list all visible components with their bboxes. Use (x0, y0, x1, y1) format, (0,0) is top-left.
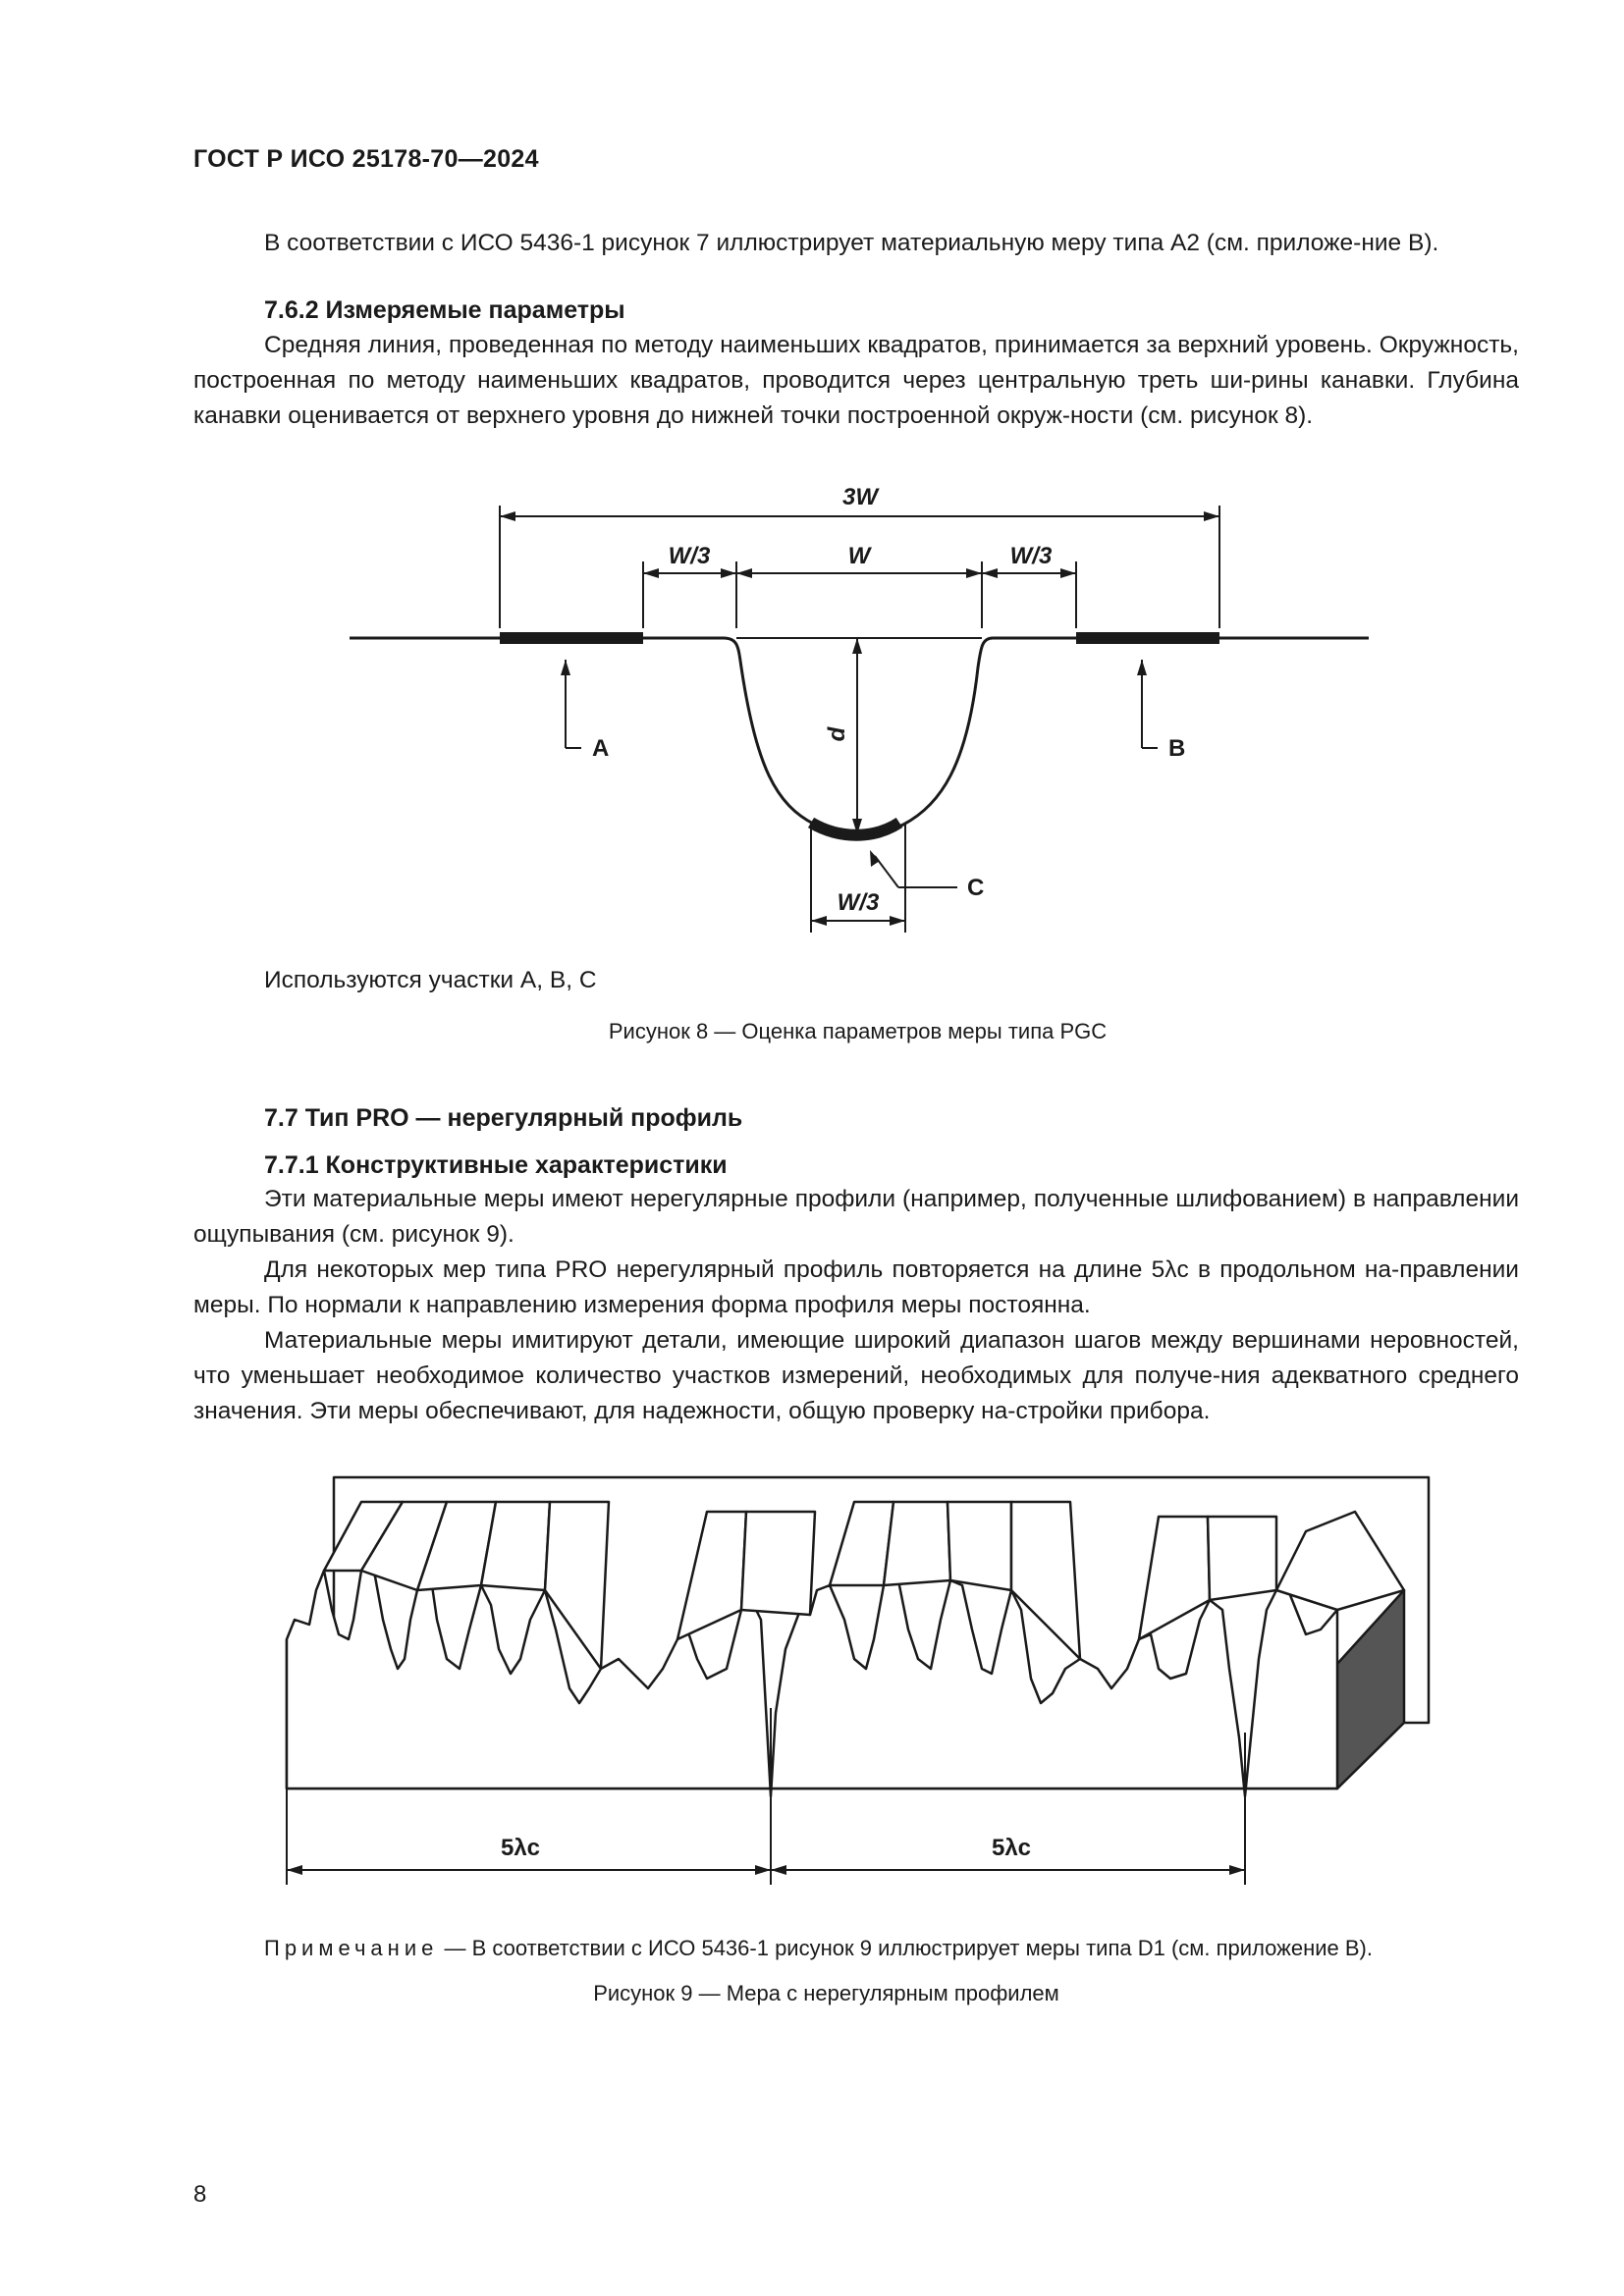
label-5lc-right: 5λc (992, 1835, 1031, 1861)
heading-7-6-2: 7.6.2 Измеряемые параметры (264, 296, 625, 324)
paragraph-pro-repeat: Для некоторых мер типа PRO нерегулярный … (193, 1256, 1519, 1318)
figure-8-groove-diagram: 3W W/3 W W/3 d W/3 A B C (350, 484, 1369, 933)
figure-9-caption: Рисунок 9 — Мера с нерегулярным профилем (593, 1981, 1059, 2005)
label-a: A (592, 735, 609, 762)
page-number: 8 (193, 2181, 207, 2208)
figure-9-note-label: Примечание (264, 1936, 439, 1960)
figure-8-caption: Рисунок 8 — Оценка параметров меры типа … (608, 1019, 1108, 1043)
figure-9-note: Примечание — В соответствии с ИСО 5436-1… (264, 1936, 1373, 1961)
label-w-third-left: W/3 (669, 543, 711, 569)
section-c-arc (807, 817, 903, 841)
paragraph-measured-params: Средняя линия, проведенная по методу наи… (193, 332, 1519, 429)
document-header: ГОСТ Р ИСО 25178-70—2024 (193, 145, 539, 173)
paragraph-intro: В соответствии с ИСО 5436-1 рисунок 7 ил… (264, 230, 1439, 256)
paragraph-pro-profiles: Эти материальные меры имеют нерегулярные… (193, 1186, 1519, 1248)
label-b: B (1168, 735, 1185, 762)
label-3w: 3W (842, 484, 880, 510)
label-5lc-left: 5λc (501, 1835, 540, 1861)
section-b-bar (1076, 632, 1219, 644)
label-w-third-right: W/3 (1010, 543, 1053, 569)
section-a-bar (500, 632, 643, 644)
figure-8-note: Используются участки А, В, С (264, 967, 597, 993)
figure-9-note-text: — В соответствии с ИСО 5436-1 рисунок 9 … (444, 1936, 1373, 1960)
paragraph-pro-purpose: Материальные меры имитируют детали, имею… (193, 1327, 1519, 1424)
label-c: C (967, 875, 984, 901)
label-w: W (848, 543, 873, 569)
label-w-third-bottom: W/3 (838, 889, 880, 916)
heading-7-7: 7.7 Тип PRO — нерегулярный профиль (264, 1104, 743, 1132)
label-d: d (824, 725, 850, 741)
heading-7-7-1: 7.7.1 Конструктивные характеристики (264, 1151, 728, 1179)
